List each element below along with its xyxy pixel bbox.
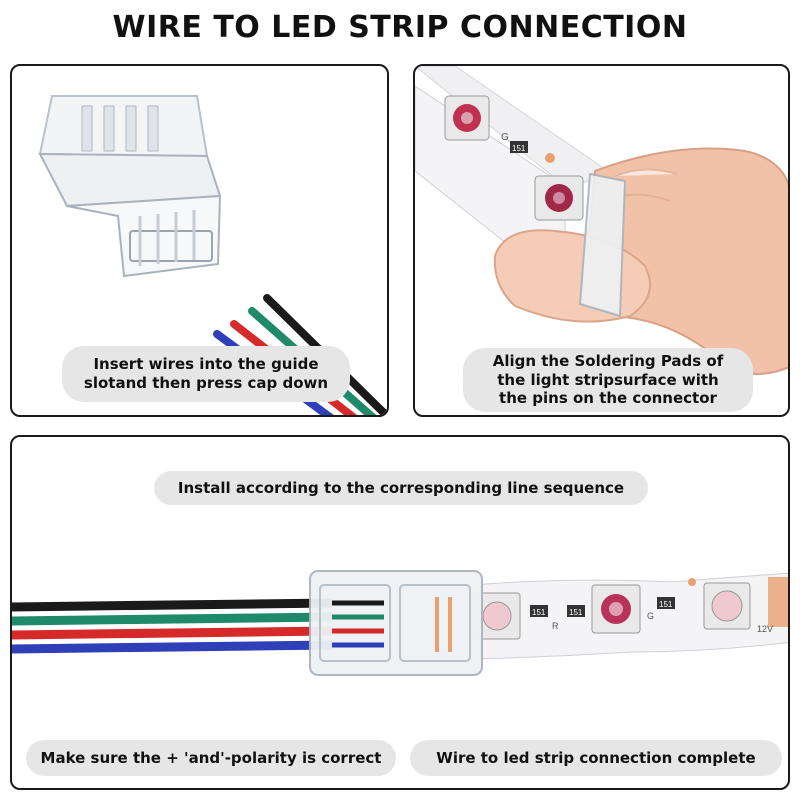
strip-resistor-label-3: 151 bbox=[659, 600, 673, 609]
installed-connector-icon bbox=[309, 570, 483, 676]
align-caption-text: Align the Soldering Pads of the light st… bbox=[492, 351, 724, 408]
complete-caption: Wire to led strip connection complete bbox=[410, 740, 782, 776]
page-title: WIRE TO LED STRIP CONNECTION bbox=[112, 10, 688, 45]
strip-pad-g-label: G bbox=[647, 611, 654, 621]
strip-resistor-label-2: 151 bbox=[569, 608, 583, 617]
insert-caption: Insert wires into the guide slotand then… bbox=[62, 346, 350, 402]
installed-connection-illustration: 151 151 R 151 G 12V bbox=[12, 570, 788, 676]
polarity-caption: Make sure the + 'and'-polarity is correc… bbox=[26, 740, 396, 776]
align-caption: Align the Soldering Pads of the light st… bbox=[463, 348, 753, 412]
strip-pad-r-label: R bbox=[552, 621, 559, 631]
insert-caption-text: Insert wires into the guide slotand then… bbox=[83, 355, 329, 392]
complete-caption-text: Wire to led strip connection complete bbox=[436, 748, 756, 767]
polarity-caption-text: Make sure the + 'and'-polarity is correc… bbox=[40, 748, 382, 767]
strip-resistor-label-1: 151 bbox=[532, 608, 546, 617]
strip-voltage-label: 12V bbox=[757, 624, 773, 634]
led-chip-3 bbox=[703, 582, 751, 630]
panel-install-sequence: 151 151 R 151 G 12V bbox=[10, 435, 790, 790]
pad-g-label: G bbox=[501, 132, 509, 143]
led-chip-1 bbox=[473, 592, 521, 640]
led-chip-2 bbox=[591, 584, 641, 634]
resistor-label: 151 bbox=[512, 144, 526, 153]
alignment-illustration: 151 G bbox=[415, 66, 788, 375]
clear-connector-icon bbox=[38, 95, 222, 278]
install-top-caption: Install according to the corresponding l… bbox=[154, 471, 648, 505]
panel-align-pads: 151 G Align the Soldering Pads of the li… bbox=[413, 64, 790, 417]
panel-insert-wires: Insert wires into the guide slotand then… bbox=[10, 64, 389, 417]
ribbon-wires bbox=[12, 598, 333, 654]
install-top-caption-text: Install according to the corresponding l… bbox=[177, 478, 625, 497]
